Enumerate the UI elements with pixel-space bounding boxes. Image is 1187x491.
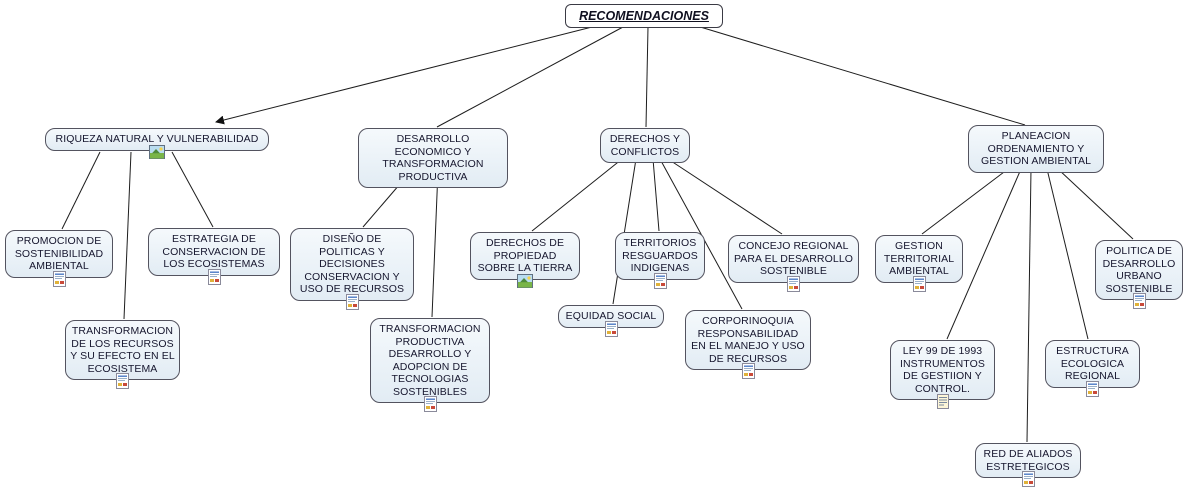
node-label: CORPORINOQUIA RESPONSABILIDAD EN EL MANE… [691, 315, 805, 365]
edge-planeacion-gestion [921, 168, 1009, 235]
node-planeacion-ordenamiento[interactable]: PLANEACION ORDENAMIENTO Y GESTION AMBIEN… [968, 125, 1104, 173]
node-diseno-politicas[interactable]: DISEÑO DE POLITICAS Y DECISIONES CONSERV… [290, 228, 414, 310]
edge-riqueza-estrategia [171, 151, 214, 228]
edge-title-derechos [645, 26, 649, 128]
node-desarrollo-economico[interactable]: DESARROLLO ECONOMICO Y TRANSFORMACION PR… [358, 128, 508, 188]
edge-riqueza-promocion [61, 151, 101, 230]
document-attachment-icon[interactable] [1131, 293, 1147, 309]
image-attachment-icon[interactable] [149, 144, 165, 160]
node-derechos-y-conflictos[interactable]: DERECHOS Y CONFLICTOS [600, 128, 690, 163]
node-label: ESTRATEGIA DE CONSERVACION DE LOS ECOSIS… [162, 233, 266, 270]
edge-derechos-propiedad [531, 158, 623, 232]
node-derechos-propiedad-tierra[interactable]: DERECHOS DE PROPIEDAD SOBRE LA TIERRA [470, 232, 580, 288]
node-label: RED DE ALIADOS ESTRETEGICOS [983, 448, 1073, 473]
node-politica-desarrollo-urbano[interactable]: POLITICA DE DESARROLLO URBANO SOSTENIBLE [1095, 240, 1183, 309]
node-label: GESTION TERRITORIAL AMBIENTAL [883, 240, 955, 277]
node-corporinoquia[interactable]: CORPORINOQUIA RESPONSABILIDAD EN EL MANE… [685, 310, 811, 379]
document-attachment-icon[interactable] [786, 275, 802, 292]
edge-derechos-concejo [667, 158, 783, 235]
edge-planeacion-ley99 [946, 168, 1022, 340]
edge-derechos-equidad [612, 158, 637, 305]
node-label: DISEÑO DE POLITICAS Y DECISIONES CONSERV… [299, 233, 405, 295]
node-label: PROMOCION DE SOSTENIBILIDAD AMBIENTAL [14, 235, 104, 272]
edge-riqueza-transformacion [123, 151, 132, 320]
edge-title-planeacion [696, 25, 1026, 126]
node-ley-99-de-1993[interactable]: LEY 99 DE 1993 INSTRUMENTOS DE GESTIION … [890, 340, 995, 409]
node-label: POLITICA DE DESARROLLO URBANO SOSTENIBLE [1102, 245, 1176, 295]
note-attachment-icon[interactable] [935, 393, 951, 409]
node-concejo-regional[interactable]: CONCEJO REGIONAL PARA EL DESARROLLO SOST… [728, 235, 859, 292]
edge-desarrollo-transfprod [431, 169, 439, 318]
document-attachment-icon[interactable] [740, 363, 756, 379]
node-territorios-resguardos-indigenas[interactable]: TERRITORIOS RESGUARDOS INDIGENAS [615, 232, 705, 289]
node-label: RECOMENDACIONES [579, 9, 709, 23]
document-attachment-icon[interactable] [344, 293, 360, 310]
edge-planeacion-estructura [1046, 168, 1089, 340]
node-label: TRANSFORMACION PRODUCTIVA DESARROLLO Y A… [379, 323, 481, 398]
document-attachment-icon[interactable] [51, 270, 67, 287]
node-red-de-aliados[interactable]: RED DE ALIADOS ESTRETEGICOS [975, 443, 1081, 487]
node-label: RIQUEZA NATURAL Y VULNERABILIDAD [55, 133, 259, 145]
node-promocion-sostenibilidad[interactable]: PROMOCION DE SOSTENIBILIDAD AMBIENTAL [5, 230, 113, 287]
document-attachment-icon[interactable] [1085, 380, 1101, 397]
node-label: LEY 99 DE 1993 INSTRUMENTOS DE GESTIION … [899, 345, 985, 395]
document-attachment-icon[interactable] [911, 275, 927, 292]
node-label: EQUIDAD SOCIAL [565, 310, 657, 322]
node-label: DESARROLLO ECONOMICO Y TRANSFORMACION PR… [382, 133, 484, 183]
node-label: CONCEJO REGIONAL PARA EL DESARROLLO SOST… [733, 240, 854, 277]
node-estructura-ecologica[interactable]: ESTRUCTURA ECOLOGICA REGIONAL [1045, 340, 1140, 397]
image-attachment-icon[interactable] [517, 273, 533, 289]
edge-planeacion-redaliados [1026, 168, 1032, 443]
node-riqueza-natural-y-vulnerabilidad[interactable]: RIQUEZA NATURAL Y VULNERABILIDAD [45, 128, 269, 159]
node-transformacion-productiva[interactable]: TRANSFORMACION PRODUCTIVA DESARROLLO Y A… [370, 318, 490, 412]
edge-title-desarrollo [436, 26, 624, 128]
node-label: TERRITORIOS RESGUARDOS INDIGENAS [622, 237, 698, 274]
node-label: TRANSFORMACION DE LOS RECURSOS Y SU EFEC… [70, 325, 175, 375]
edge-derechos-territorios [652, 158, 660, 232]
node-estrategia-conservacion[interactable]: ESTRATEGIA DE CONSERVACION DE LOS ECOSIS… [148, 228, 280, 285]
root-node-recomendaciones[interactable]: RECOMENDACIONES [565, 4, 723, 28]
edge-title-riqueza [215, 26, 593, 125]
document-attachment-icon[interactable] [652, 272, 668, 289]
document-attachment-icon[interactable] [422, 396, 438, 412]
document-attachment-icon[interactable] [603, 320, 619, 337]
node-label: ESTRUCTURA ECOLOGICA REGIONAL [1056, 345, 1129, 382]
node-transformacion-recursos[interactable]: TRANSFORMACION DE LOS RECURSOS Y SU EFEC… [65, 320, 180, 389]
node-label: DERECHOS Y CONFLICTOS [609, 133, 681, 158]
node-gestion-territorial[interactable]: GESTION TERRITORIAL AMBIENTAL [875, 235, 963, 292]
document-attachment-icon[interactable] [115, 373, 131, 389]
document-attachment-icon[interactable] [206, 268, 222, 285]
document-attachment-icon[interactable] [1020, 471, 1036, 487]
node-label: DERECHOS DE PROPIEDAD SOBRE LA TIERRA [477, 237, 573, 274]
edge-planeacion-politica [1057, 168, 1134, 240]
node-equidad-social[interactable]: EQUIDAD SOCIAL [558, 305, 664, 337]
node-label: PLANEACION ORDENAMIENTO Y GESTION AMBIEN… [980, 130, 1092, 167]
